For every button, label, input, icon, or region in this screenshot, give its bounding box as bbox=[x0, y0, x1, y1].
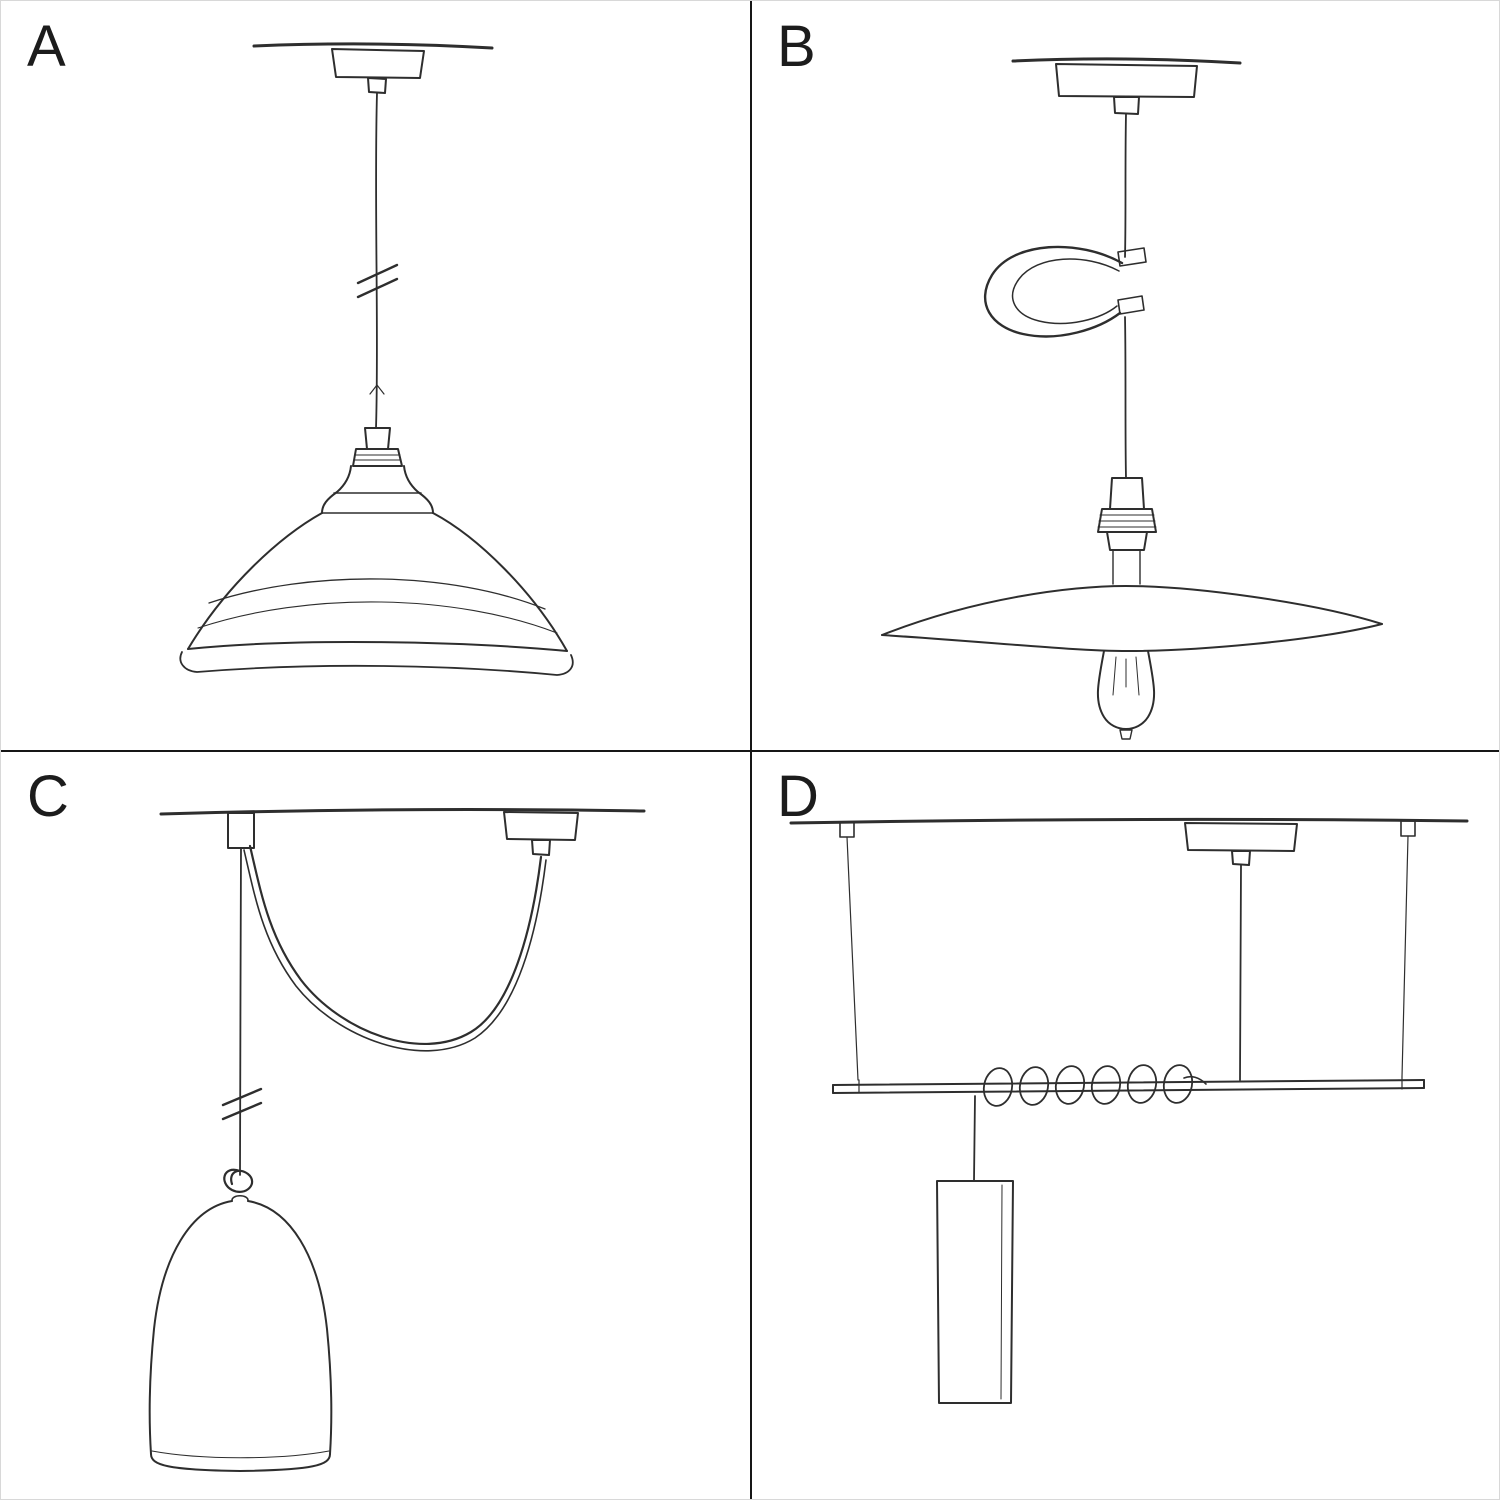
cable-loop bbox=[983, 245, 1124, 338]
rose-nub bbox=[367, 77, 387, 94]
ceiling-rose bbox=[1184, 822, 1298, 852]
loop-clip bbox=[1117, 247, 1147, 267]
light-bulb bbox=[1096, 650, 1156, 730]
cable-break-mark bbox=[221, 1087, 263, 1121]
rose-nub bbox=[1231, 850, 1251, 866]
swag-cable bbox=[248, 844, 543, 1046]
cable-lower bbox=[1124, 316, 1127, 479]
cable-break-mark bbox=[356, 263, 399, 299]
cable bbox=[1124, 113, 1127, 258]
suspension-wire-left bbox=[846, 836, 859, 1081]
panel-a-label: A bbox=[27, 14, 67, 79]
ceiling-line bbox=[159, 808, 646, 816]
shade-ridge-line bbox=[208, 578, 546, 610]
drop-cable bbox=[973, 1095, 976, 1182]
ceiling-line bbox=[1011, 57, 1242, 65]
pendant-plate-shade-exposed-bulb-sketch-icon bbox=[881, 57, 1383, 740]
panel-b-label: B bbox=[777, 14, 817, 79]
panel-b: B bbox=[751, 1, 1499, 751]
panel-d: D bbox=[751, 751, 1499, 1499]
pendant-industrial-shade-sketch-icon bbox=[179, 42, 574, 676]
lamp-socket bbox=[1109, 477, 1145, 510]
swag-pendant-bell-shade-sketch-icon bbox=[148, 808, 646, 1472]
hanger-fitting-right bbox=[1400, 820, 1416, 837]
suspension-wire-right bbox=[1401, 835, 1409, 1078]
panel-d-label: D bbox=[777, 764, 820, 829]
plate-shade bbox=[881, 585, 1383, 636]
swag-hook bbox=[227, 812, 255, 849]
cable-coil bbox=[982, 1064, 1207, 1107]
horizontal-divider bbox=[1, 750, 1499, 752]
drop-cable bbox=[239, 847, 242, 1176]
bulb-tip bbox=[1119, 729, 1133, 740]
cable-chevron bbox=[369, 384, 385, 395]
bar-suspension-tube-pendant-sketch-icon bbox=[789, 817, 1469, 1404]
shade-neck bbox=[321, 465, 352, 514]
tube-pendant bbox=[936, 1180, 1014, 1404]
panel-a: A bbox=[1, 1, 751, 751]
ceiling-rose bbox=[331, 48, 425, 79]
ceiling-rose bbox=[503, 811, 579, 841]
central-cable bbox=[1239, 864, 1242, 1081]
rose-nub bbox=[531, 839, 551, 856]
lamp-socket bbox=[364, 427, 391, 450]
shade-cone bbox=[187, 512, 323, 650]
shade-top-nub bbox=[231, 1194, 249, 1202]
panel-c-label: C bbox=[27, 764, 70, 829]
panel-c: C bbox=[1, 751, 751, 1499]
rose-nub bbox=[1113, 96, 1140, 115]
cable-knot bbox=[223, 1168, 254, 1193]
ceiling-line bbox=[789, 817, 1469, 825]
cable bbox=[375, 92, 378, 429]
bell-shade bbox=[148, 1200, 233, 1455]
ceiling-rose bbox=[1055, 63, 1198, 98]
shade-rim bbox=[187, 641, 568, 652]
bulb-filament bbox=[1112, 656, 1140, 696]
ceiling-line bbox=[252, 42, 494, 50]
shade-bottom-rim bbox=[150, 1453, 331, 1472]
hanger-fitting-left bbox=[839, 821, 855, 838]
